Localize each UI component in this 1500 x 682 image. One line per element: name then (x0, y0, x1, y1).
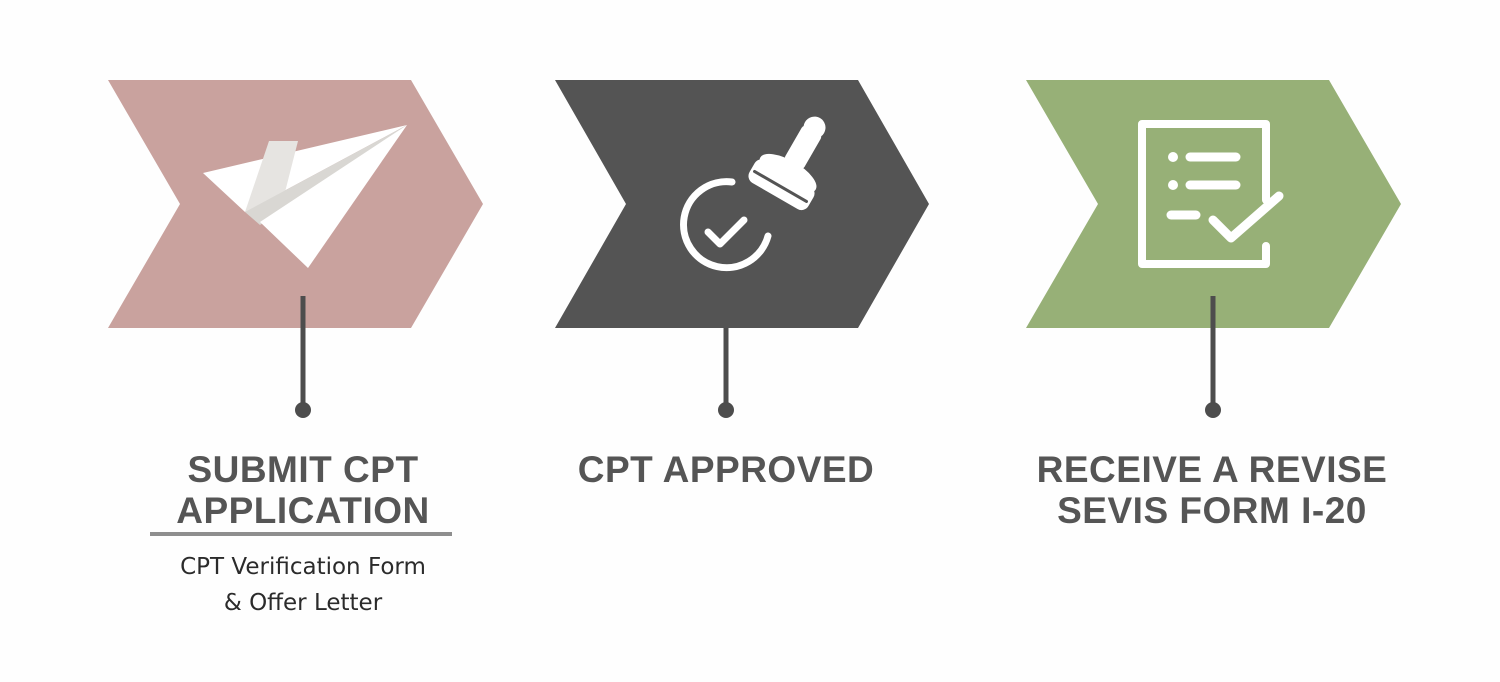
approval-stamp-icon (680, 116, 826, 272)
connector-3 (1205, 296, 1221, 418)
step-1-description: CPT Verification Form & Offer Letter (123, 549, 483, 621)
step-3-title-line-2: SEVIS FORM I-20 (1057, 490, 1367, 531)
connector-2 (718, 328, 734, 418)
step-1-title-line-2: APPLICATION (176, 490, 430, 531)
step-2-title-line-1: CPT APPROVED (577, 449, 875, 490)
step-3-chevron (1026, 80, 1401, 328)
paper-plane-icon (203, 125, 407, 268)
step-1-title-underline (150, 532, 452, 536)
step-1-description-line-1: CPT Verification Form (180, 554, 426, 580)
step-2-title: CPT APPROVED (546, 449, 906, 490)
step-1-description-line-2: & Offer Letter (223, 590, 383, 616)
connector-1 (295, 296, 311, 418)
step-1-title: SUBMIT CPT APPLICATION (123, 449, 483, 531)
step-1-title-line-1: SUBMIT CPT (187, 449, 419, 490)
step-2-chevron (555, 80, 929, 328)
checklist-document-icon (1138, 120, 1284, 268)
step-3-title: RECEIVE A REVISE SEVIS FORM I-20 (1002, 449, 1422, 531)
step-3-title-line-1: RECEIVE A REVISE (1036, 449, 1388, 490)
